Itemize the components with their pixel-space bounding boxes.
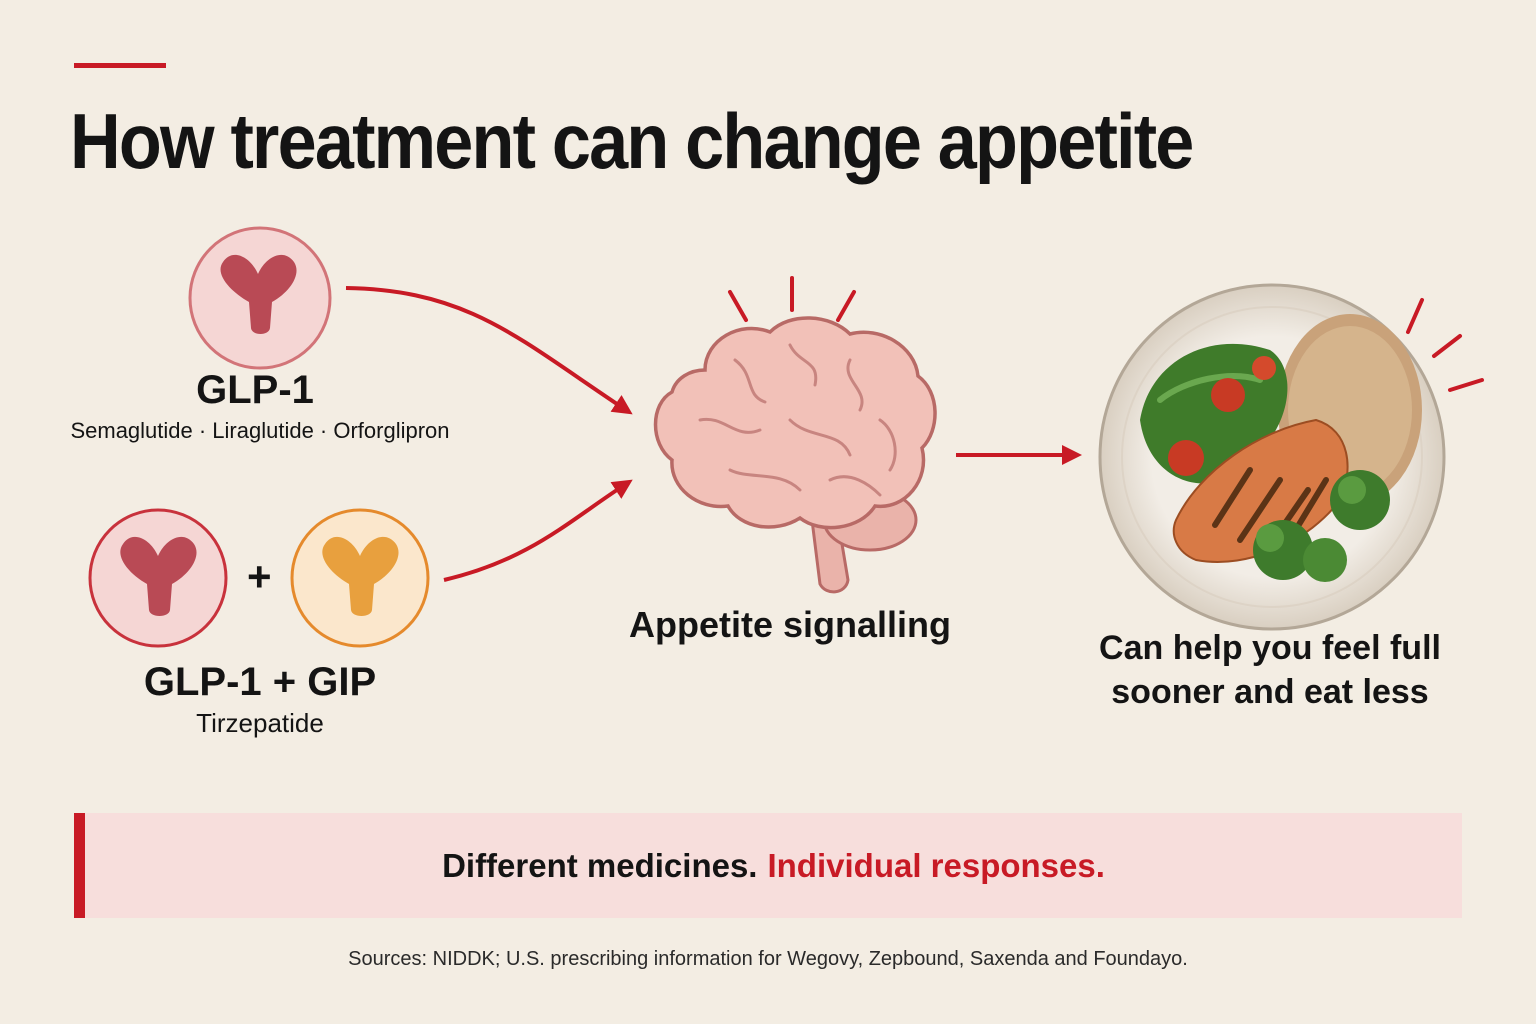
plus-sign: + (247, 553, 272, 600)
glp1-receptor-icon-combo (88, 508, 228, 648)
result-label: Can help you feel full sooner and eat le… (1099, 629, 1441, 711)
glp1-receptor-icon (188, 226, 332, 370)
page-title: How treatment can change appetite (70, 97, 1194, 185)
arrow-glp1-to-brain (345, 286, 633, 415)
banner-text-highlight: Individual responses. (767, 846, 1105, 884)
brain-label: Appetite signalling (628, 604, 951, 645)
brain-icon (653, 276, 937, 594)
food-plate-icon (1098, 283, 1484, 631)
combo-title: GLP-1 + GIP (143, 660, 377, 704)
sources-note: Sources: NIDDK; U.S. prescribing informa… (348, 948, 1188, 970)
gip-receptor-icon (290, 508, 430, 648)
banner-text-part1: Different medicines. (442, 846, 758, 884)
glp1-drug-list: Semaglutide · Liraglutide · Orforglipron (70, 418, 450, 443)
title-accent-line (74, 63, 166, 68)
glp1-title: GLP-1 (196, 368, 314, 412)
combo-drug-list: Tirzepatide (196, 708, 324, 738)
key-message-banner: Different medicines. Individual response… (74, 813, 1462, 918)
arrow-combo-to-brain (443, 479, 633, 582)
